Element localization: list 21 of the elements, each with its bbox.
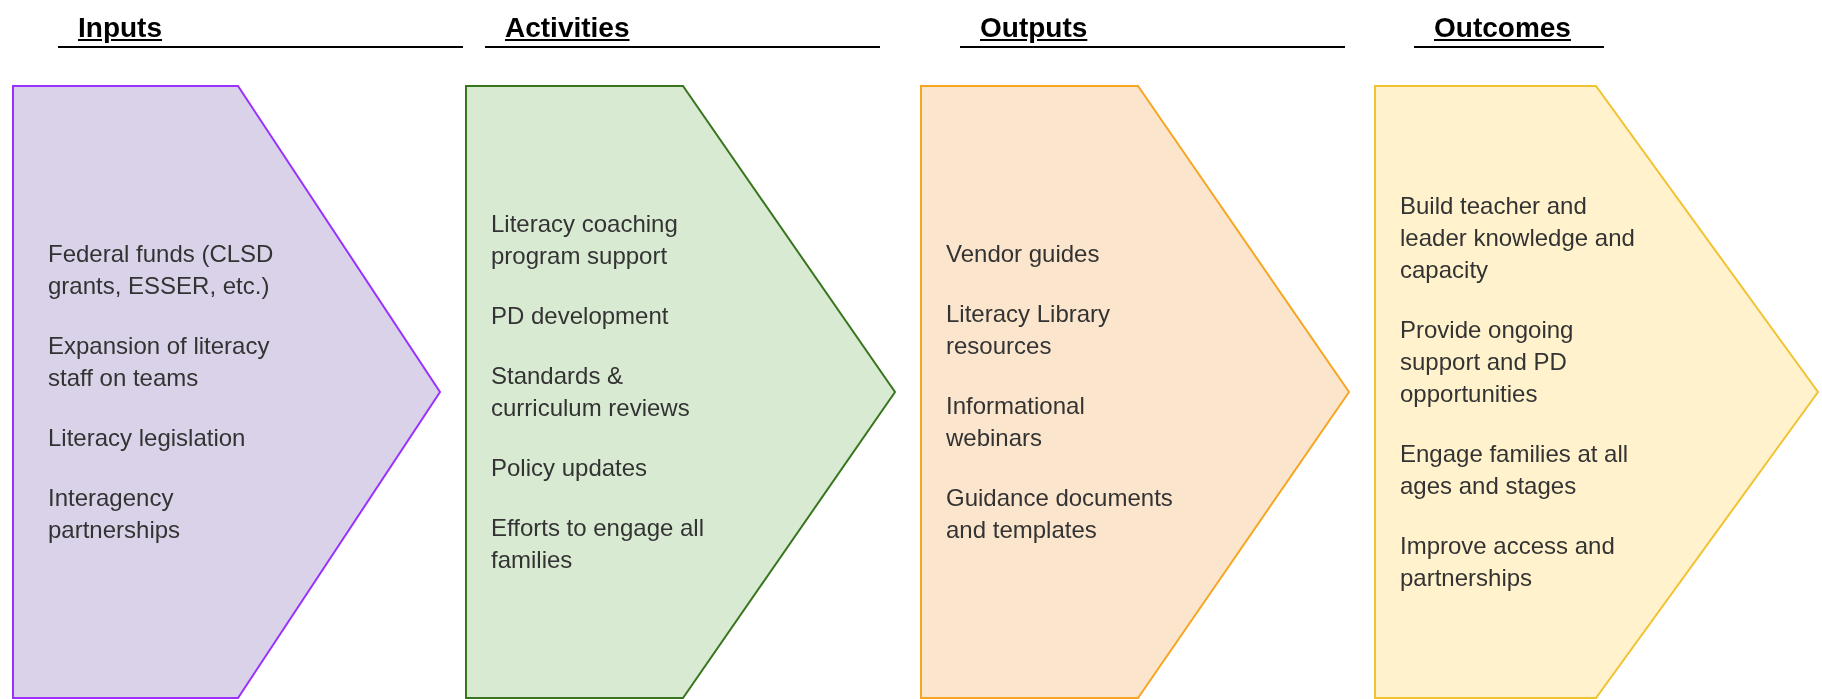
list-item: Engage families at all ages and stages xyxy=(1400,439,1630,501)
list-item: Build teacher and leader knowledge and capacity xyxy=(1400,191,1636,285)
list-item: Interagency partnerships xyxy=(48,483,182,545)
list-item: Policy updates xyxy=(491,453,649,483)
column-heading: Outcomes xyxy=(1434,12,1571,44)
list-item: Literacy coaching program support xyxy=(491,209,679,271)
list-item: Vendor guides xyxy=(946,239,1101,269)
list-item: Literacy legislation xyxy=(48,423,247,453)
list-item: Informational webinars xyxy=(946,391,1086,453)
list-item: Provide ongoing support and PD opportunities xyxy=(1400,315,1575,409)
column-heading: Activities xyxy=(505,12,630,44)
list-item: Standards & curriculum reviews xyxy=(491,361,691,423)
list-item: Efforts to engage all families xyxy=(491,513,706,575)
list-item: Federal funds (CLSD grants, ESSER, etc.) xyxy=(48,239,275,301)
list-item: Guidance documents and templates xyxy=(946,483,1174,545)
column-heading: Inputs xyxy=(78,12,162,44)
list-item: Literacy Library resources xyxy=(946,299,1112,361)
column-heading: Outputs xyxy=(980,12,1088,44)
list-item: Expansion of literacy staff on teams xyxy=(48,331,271,393)
list-item: Improve access and partnerships xyxy=(1400,531,1616,593)
list-item: PD development xyxy=(491,301,670,331)
